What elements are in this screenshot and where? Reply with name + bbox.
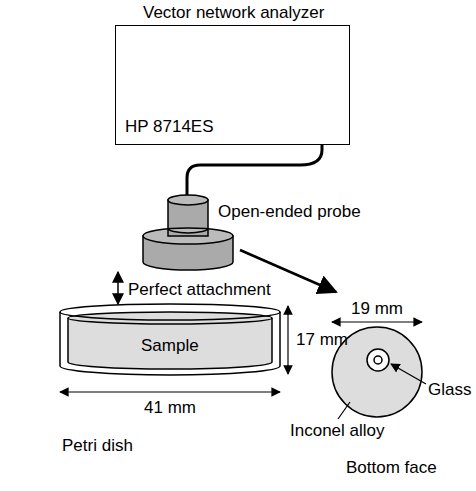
leader-line (391, 364, 426, 384)
part-name: Inconel alloy (290, 421, 385, 441)
sample-label: Sample (141, 336, 199, 356)
model-name: HP 8714ES (125, 117, 214, 137)
petri-dish (60, 304, 280, 375)
sample-region: Sample (80, 334, 260, 358)
part-name: Open-ended probe (218, 202, 361, 222)
center-conductor (374, 356, 382, 364)
instrument-title: Vector network analyzer (143, 3, 324, 23)
dimension: 19 mm (351, 299, 403, 319)
dimension-line (332, 321, 422, 322)
dimension: 41 mm (144, 398, 196, 418)
part-name: Petri dish (62, 436, 133, 456)
glass-ring (367, 349, 389, 371)
dimension-line (60, 391, 280, 392)
part-name: Glass (428, 380, 471, 400)
caption-label: Bottom face (346, 458, 437, 478)
annotation: Perfect attachment (128, 280, 271, 300)
dimension: 17 mm (296, 330, 348, 350)
analyzer-box: Vector network analyzerHP 8714ES (115, 25, 350, 145)
attachment-arrow (117, 272, 119, 304)
leader-line (338, 402, 350, 419)
dimension-line (287, 306, 288, 374)
